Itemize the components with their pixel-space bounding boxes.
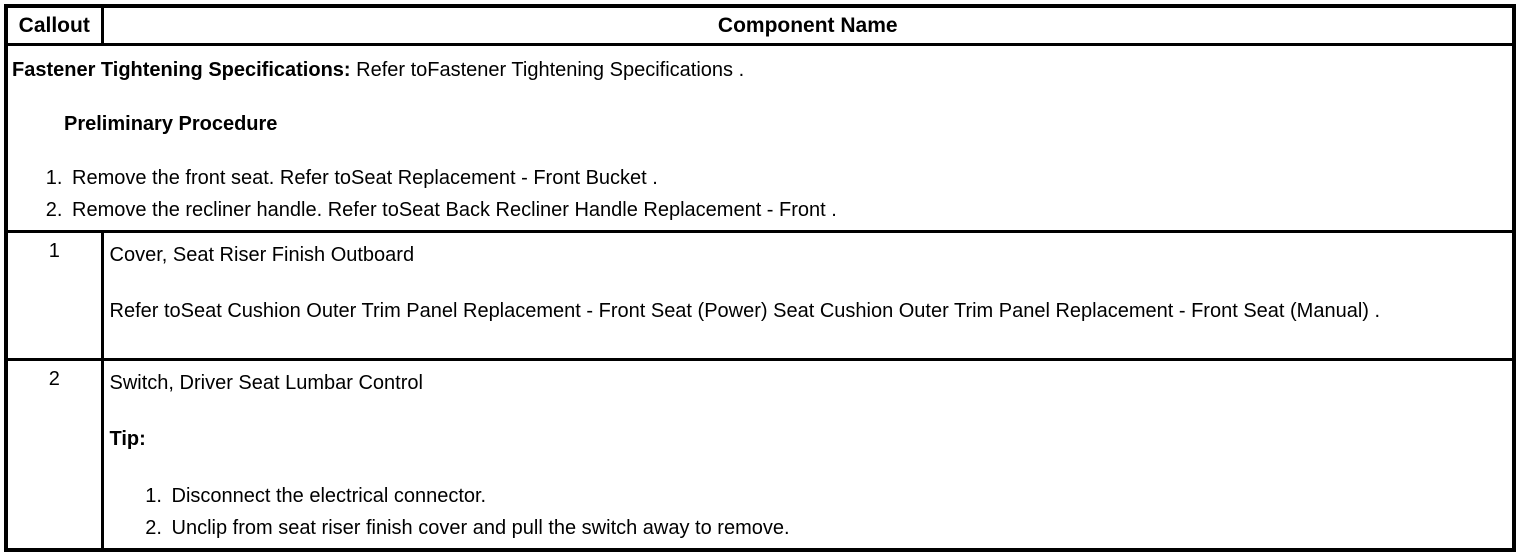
tip-step-1: Disconnect the electrical connector. [168,480,1507,512]
component-cell-1: Cover, Seat Riser Finish Outboard Refer … [100,229,1516,361]
callout-column-header: Callout [4,4,104,46]
table-header-row: Callout Component Name [4,4,1516,46]
component-cell-2: Switch, Driver Seat Lumbar Control Tip: … [100,357,1516,551]
preliminary-procedure-steps: Remove the front seat. Refer toSeat Repl… [12,162,1506,226]
fastener-specifications-reference: Refer toFastener Tightening Specificatio… [350,58,745,81]
fastener-specifications-row: Fastener Tightening Specifications: Refe… [4,42,1516,233]
component-title-1: Cover, Seat Riser Finish Outboard [109,243,415,266]
component-callout-table: Callout Component Name Fastener Tighteni… [4,4,1516,552]
table-row-callout-1: 1 Cover, Seat Riser Finish Outboard Refe… [4,229,1516,361]
tip-steps: Disconnect the electrical connector. Unc… [110,480,1507,544]
component-reference-1: Refer toSeat Cushion Outer Trim Panel Re… [109,299,1381,322]
preliminary-step-2: Remove the recliner handle. Refer toSeat… [68,194,1506,226]
table-row-callout-2: 2 Switch, Driver Seat Lumbar Control Tip… [4,357,1516,551]
tip-step-2: Unclip from seat riser finish cover and … [168,512,1507,544]
preliminary-step-1: Remove the front seat. Refer toSeat Repl… [68,162,1506,194]
component-title-2: Switch, Driver Seat Lumbar Control [109,371,423,394]
callout-number-2: 2 [4,357,104,551]
fastener-specifications-cell: Fastener Tightening Specifications: Refe… [4,42,1516,233]
fastener-specifications-label: Fastener Tightening Specifications: [12,58,351,81]
tip-heading: Tip: [109,427,146,450]
fastener-specifications-lead: Fastener Tightening Specifications: Refe… [12,54,1506,86]
callout-number-1: 1 [4,229,104,361]
preliminary-procedure-heading: Preliminary Procedure [64,112,278,135]
component-name-column-header: Component Name [100,4,1516,46]
